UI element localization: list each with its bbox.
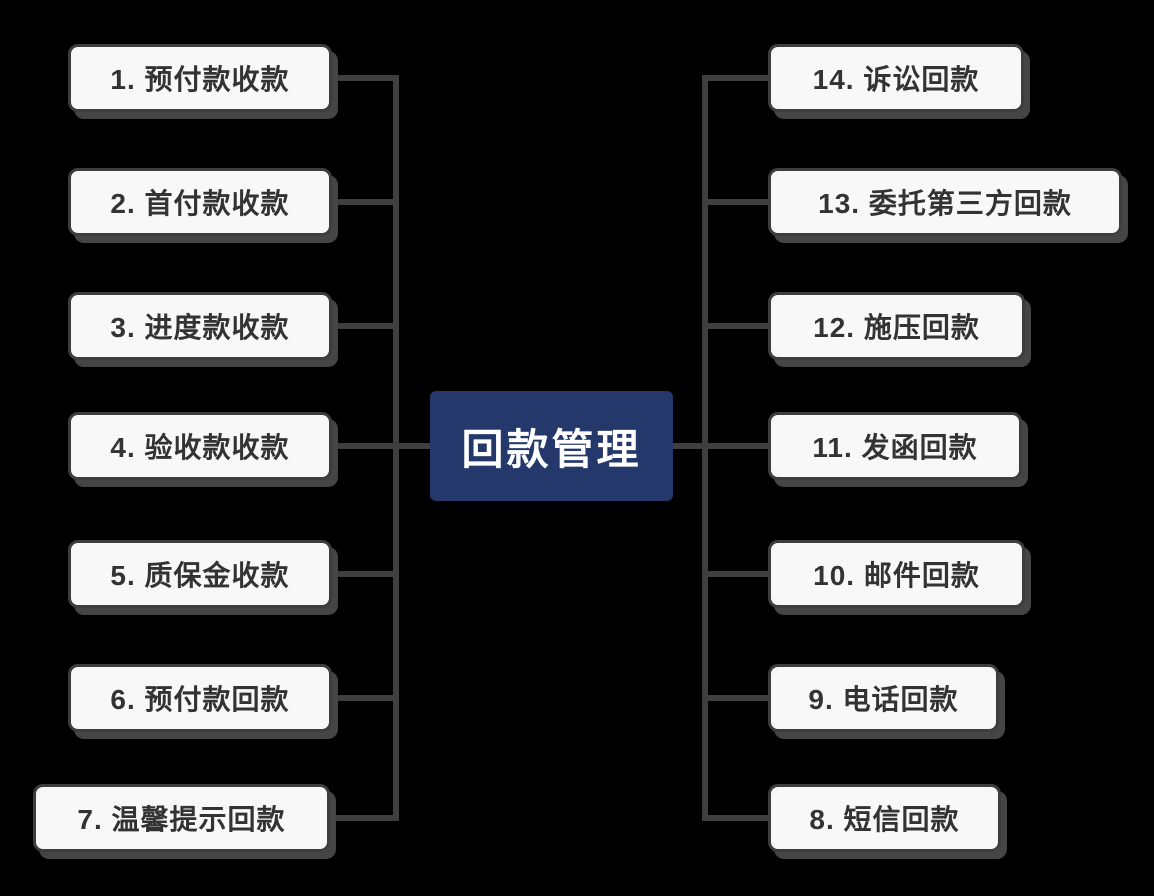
node-14-litigation-collection[interactable]: 14. 诉讼回款 (768, 44, 1024, 112)
node-label: 3. 进度款收款 (110, 312, 290, 343)
node-8-sms-collection[interactable]: 8. 短信回款 (768, 784, 1001, 852)
central-topic-payment-collection-management[interactable]: 回款管理 (430, 391, 673, 501)
node-3-progress-payment-receipt[interactable]: 3. 进度款收款 (68, 292, 332, 360)
node-5-warranty-deposit-receipt[interactable]: 5. 质保金收款 (68, 540, 332, 608)
node-12-pressure-collection[interactable]: 12. 施压回款 (768, 292, 1025, 360)
node-label: 2. 首付款收款 (110, 188, 290, 219)
node-13-third-party-collection[interactable]: 13. 委托第三方回款 (768, 168, 1122, 236)
central-topic-label: 回款管理 (461, 425, 642, 473)
node-label: 11. 发函回款 (812, 432, 978, 463)
node-4-acceptance-payment-receipt[interactable]: 4. 验收款收款 (68, 412, 332, 480)
node-label: 5. 质保金收款 (110, 560, 290, 591)
node-1-advance-payment-receipt[interactable]: 1. 预付款收款 (68, 44, 332, 112)
node-9-phone-collection[interactable]: 9. 电话回款 (768, 664, 999, 732)
node-label: 10. 邮件回款 (813, 560, 980, 591)
node-label: 7. 温馨提示回款 (77, 804, 286, 835)
node-label: 4. 验收款收款 (110, 432, 290, 463)
node-11-letter-collection[interactable]: 11. 发函回款 (768, 412, 1022, 480)
node-label: 8. 短信回款 (809, 804, 960, 835)
node-6-advance-payment-collection[interactable]: 6. 预付款回款 (68, 664, 332, 732)
node-label: 9. 电话回款 (808, 684, 959, 715)
node-2-down-payment-receipt[interactable]: 2. 首付款收款 (68, 168, 332, 236)
node-7-friendly-reminder-collection[interactable]: 7. 温馨提示回款 (33, 784, 330, 852)
node-label: 14. 诉讼回款 (812, 64, 980, 95)
node-10-email-collection[interactable]: 10. 邮件回款 (768, 540, 1025, 608)
node-label: 12. 施压回款 (813, 312, 980, 343)
node-label: 6. 预付款回款 (110, 684, 290, 715)
node-label: 13. 委托第三方回款 (818, 188, 1072, 219)
node-label: 1. 预付款收款 (110, 64, 290, 95)
